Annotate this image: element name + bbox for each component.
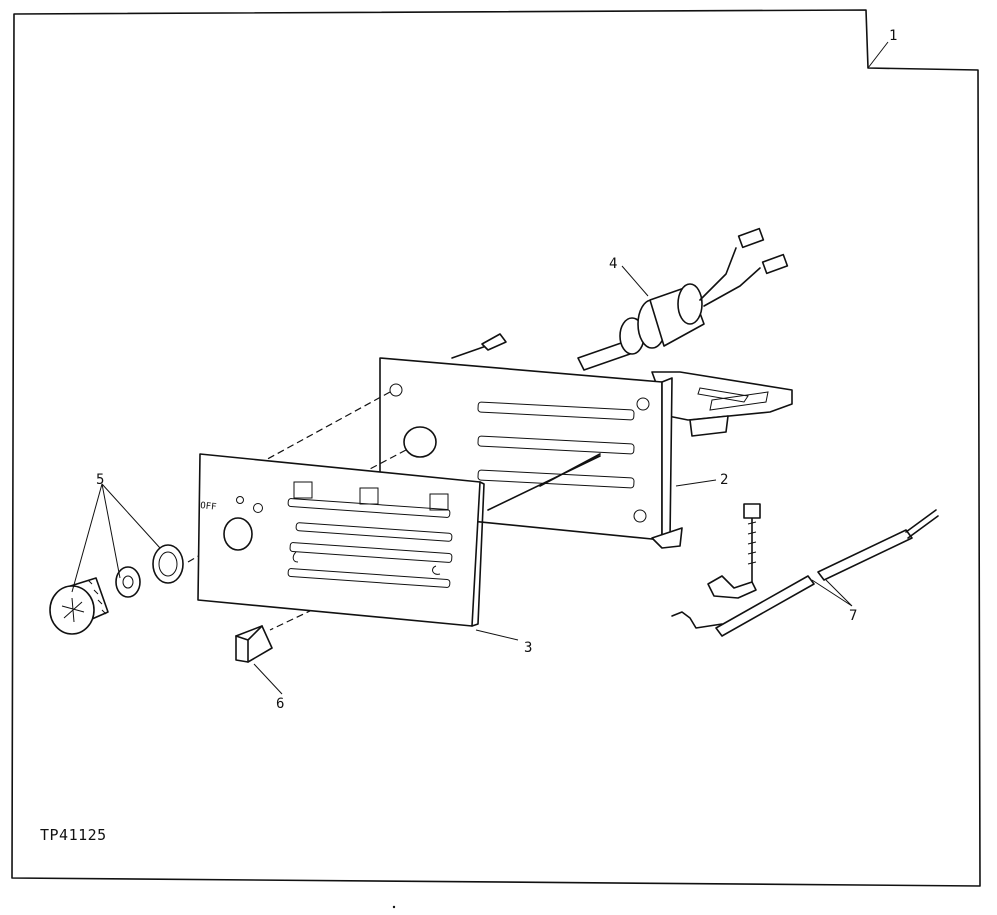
callout-4: 4 bbox=[609, 256, 617, 272]
knob-assembly bbox=[49, 483, 184, 635]
figure-frame bbox=[11, 9, 981, 887]
assembly-line-upper bbox=[261, 391, 391, 463]
control-rod bbox=[487, 453, 601, 511]
assembly-line-mid bbox=[367, 449, 407, 471]
figure-code: TP41125 bbox=[40, 826, 107, 844]
callout-2: 2 bbox=[720, 472, 728, 488]
panel-off-marking: OFF bbox=[200, 501, 217, 513]
callout-1: 1 bbox=[889, 28, 897, 44]
front-face-plate: OFF bbox=[197, 453, 519, 641]
callout-7: 7 bbox=[849, 608, 857, 624]
callout-1-leader bbox=[867, 41, 889, 69]
control-cable bbox=[671, 503, 939, 637]
callout-5: 5 bbox=[96, 472, 104, 488]
lever-knob bbox=[235, 625, 283, 695]
blower-switch bbox=[577, 227, 789, 371]
callout-3: 3 bbox=[524, 640, 532, 656]
assembly-line-lever bbox=[269, 547, 443, 631]
callout-6: 6 bbox=[276, 696, 284, 712]
